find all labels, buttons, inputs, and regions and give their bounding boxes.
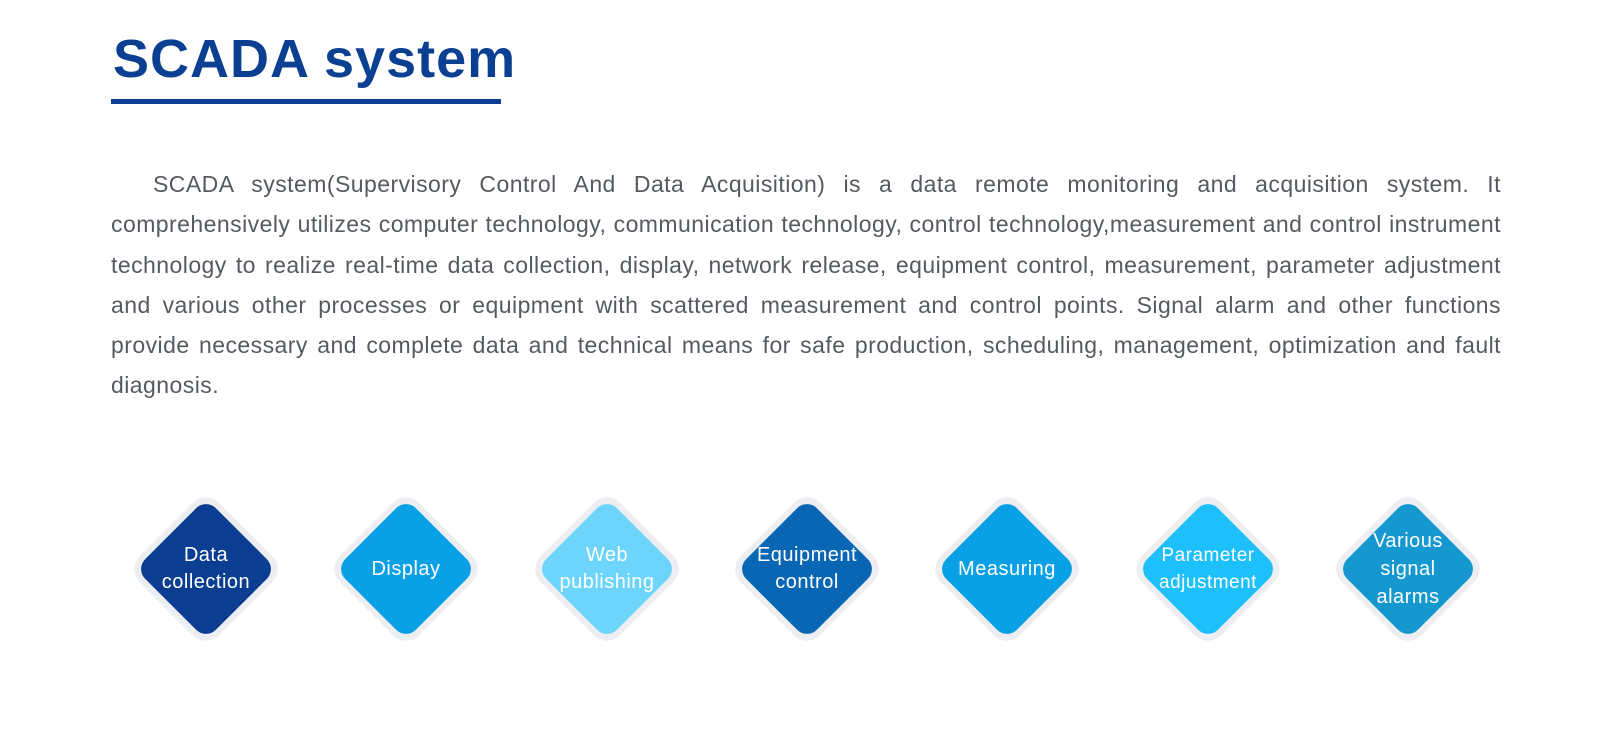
feature-label: Display	[371, 557, 441, 580]
feature-display: Display	[326, 489, 486, 649]
feature-label: Data collection	[161, 544, 251, 593]
feature-label: Equipment control	[756, 544, 858, 593]
page-header: SCADA system	[113, 28, 516, 90]
feature-web-publishing: Web publishing	[527, 489, 687, 649]
title-underline	[111, 99, 501, 104]
page-title: SCADA system	[113, 29, 517, 89]
feature-label: Measuring	[958, 557, 1056, 580]
feature-label: Various signal alarms	[1373, 530, 1443, 608]
feature-measuring: Measuring	[927, 489, 1087, 649]
feature-label: Web publishing	[559, 544, 655, 593]
feature-signal-alarms: Various signal alarms	[1328, 489, 1488, 649]
feature-equipment-control: Equipment control	[727, 489, 887, 649]
feature-label: Parameter adjustment	[1159, 545, 1257, 593]
feature-data-collection: Data collection	[126, 489, 286, 649]
intro-paragraph: SCADA system(Supervisory Control And Dat…	[111, 171, 1501, 399]
feature-parameter-adjustment: Parameter adjustment	[1128, 489, 1288, 649]
